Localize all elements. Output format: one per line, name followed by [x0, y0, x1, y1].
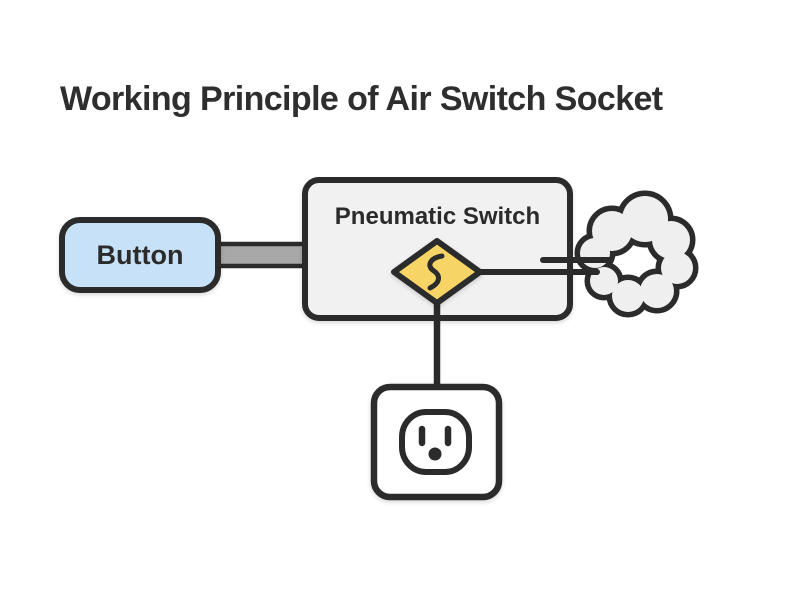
valve-squiggle-icon [427, 253, 445, 291]
power-socket-icon [370, 383, 503, 501]
air-puff-cloud-icon [574, 190, 699, 318]
button-label: Button [96, 239, 184, 270]
piston-rod [211, 241, 317, 269]
button-shape [59, 217, 221, 293]
socket-face [399, 409, 472, 475]
button-shape-group [59, 217, 221, 293]
air-valve-diamond-icon [391, 238, 483, 306]
socket-ground-hole [428, 447, 442, 461]
pneumatic-switch-label: Pneumatic Switch [334, 203, 541, 230]
page-title: Working Principle of Air Switch Socket [60, 80, 663, 118]
